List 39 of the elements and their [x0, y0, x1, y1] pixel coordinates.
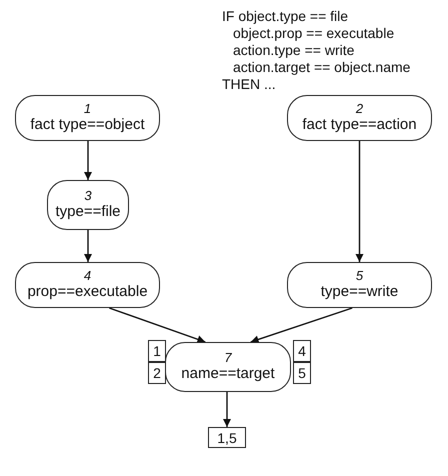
arrow	[84, 230, 92, 262]
index-box	[293, 340, 311, 362]
rule-text: action.type == write	[233, 42, 354, 58]
node-label: fact type==action	[302, 116, 417, 134]
rounded-node	[15, 262, 160, 308]
arrow	[84, 141, 92, 180]
rounded-node	[287, 95, 432, 141]
node-label: 4	[298, 342, 306, 360]
rounded-node	[287, 262, 432, 308]
node-number: 1	[84, 102, 92, 116]
rounded-node	[47, 180, 129, 230]
arrow	[223, 392, 231, 427]
node-label: 1	[153, 342, 161, 360]
index-box	[148, 362, 166, 384]
node-number: 2	[356, 102, 364, 116]
node-number: 7	[224, 351, 232, 365]
arrow	[109, 307, 206, 344]
index-box	[148, 340, 166, 362]
rule-text: THEN ...	[222, 76, 276, 92]
index-box	[208, 427, 246, 448]
arrow	[356, 141, 364, 262]
node-label: 5	[298, 364, 306, 382]
rule-text: action.target == object.name	[233, 59, 410, 75]
node-label: type==write	[320, 283, 398, 301]
node-label: 1,5	[217, 428, 237, 446]
node-label: name==target	[181, 365, 275, 383]
rule-text: IF object.type == file	[222, 8, 348, 24]
node-number: 3	[84, 189, 92, 203]
arrow	[250, 307, 352, 344]
node-label: prop==executable	[27, 283, 148, 301]
rule-text: object.prop == executable	[233, 25, 394, 41]
node-label: fact type==object	[30, 116, 145, 134]
node-number: 4	[84, 269, 92, 283]
node-number: 5	[356, 269, 364, 283]
node-label: type==file	[55, 203, 121, 221]
node-label: 2	[153, 364, 161, 382]
index-box	[293, 362, 311, 384]
rounded-node	[165, 342, 291, 392]
rounded-node	[15, 95, 160, 141]
